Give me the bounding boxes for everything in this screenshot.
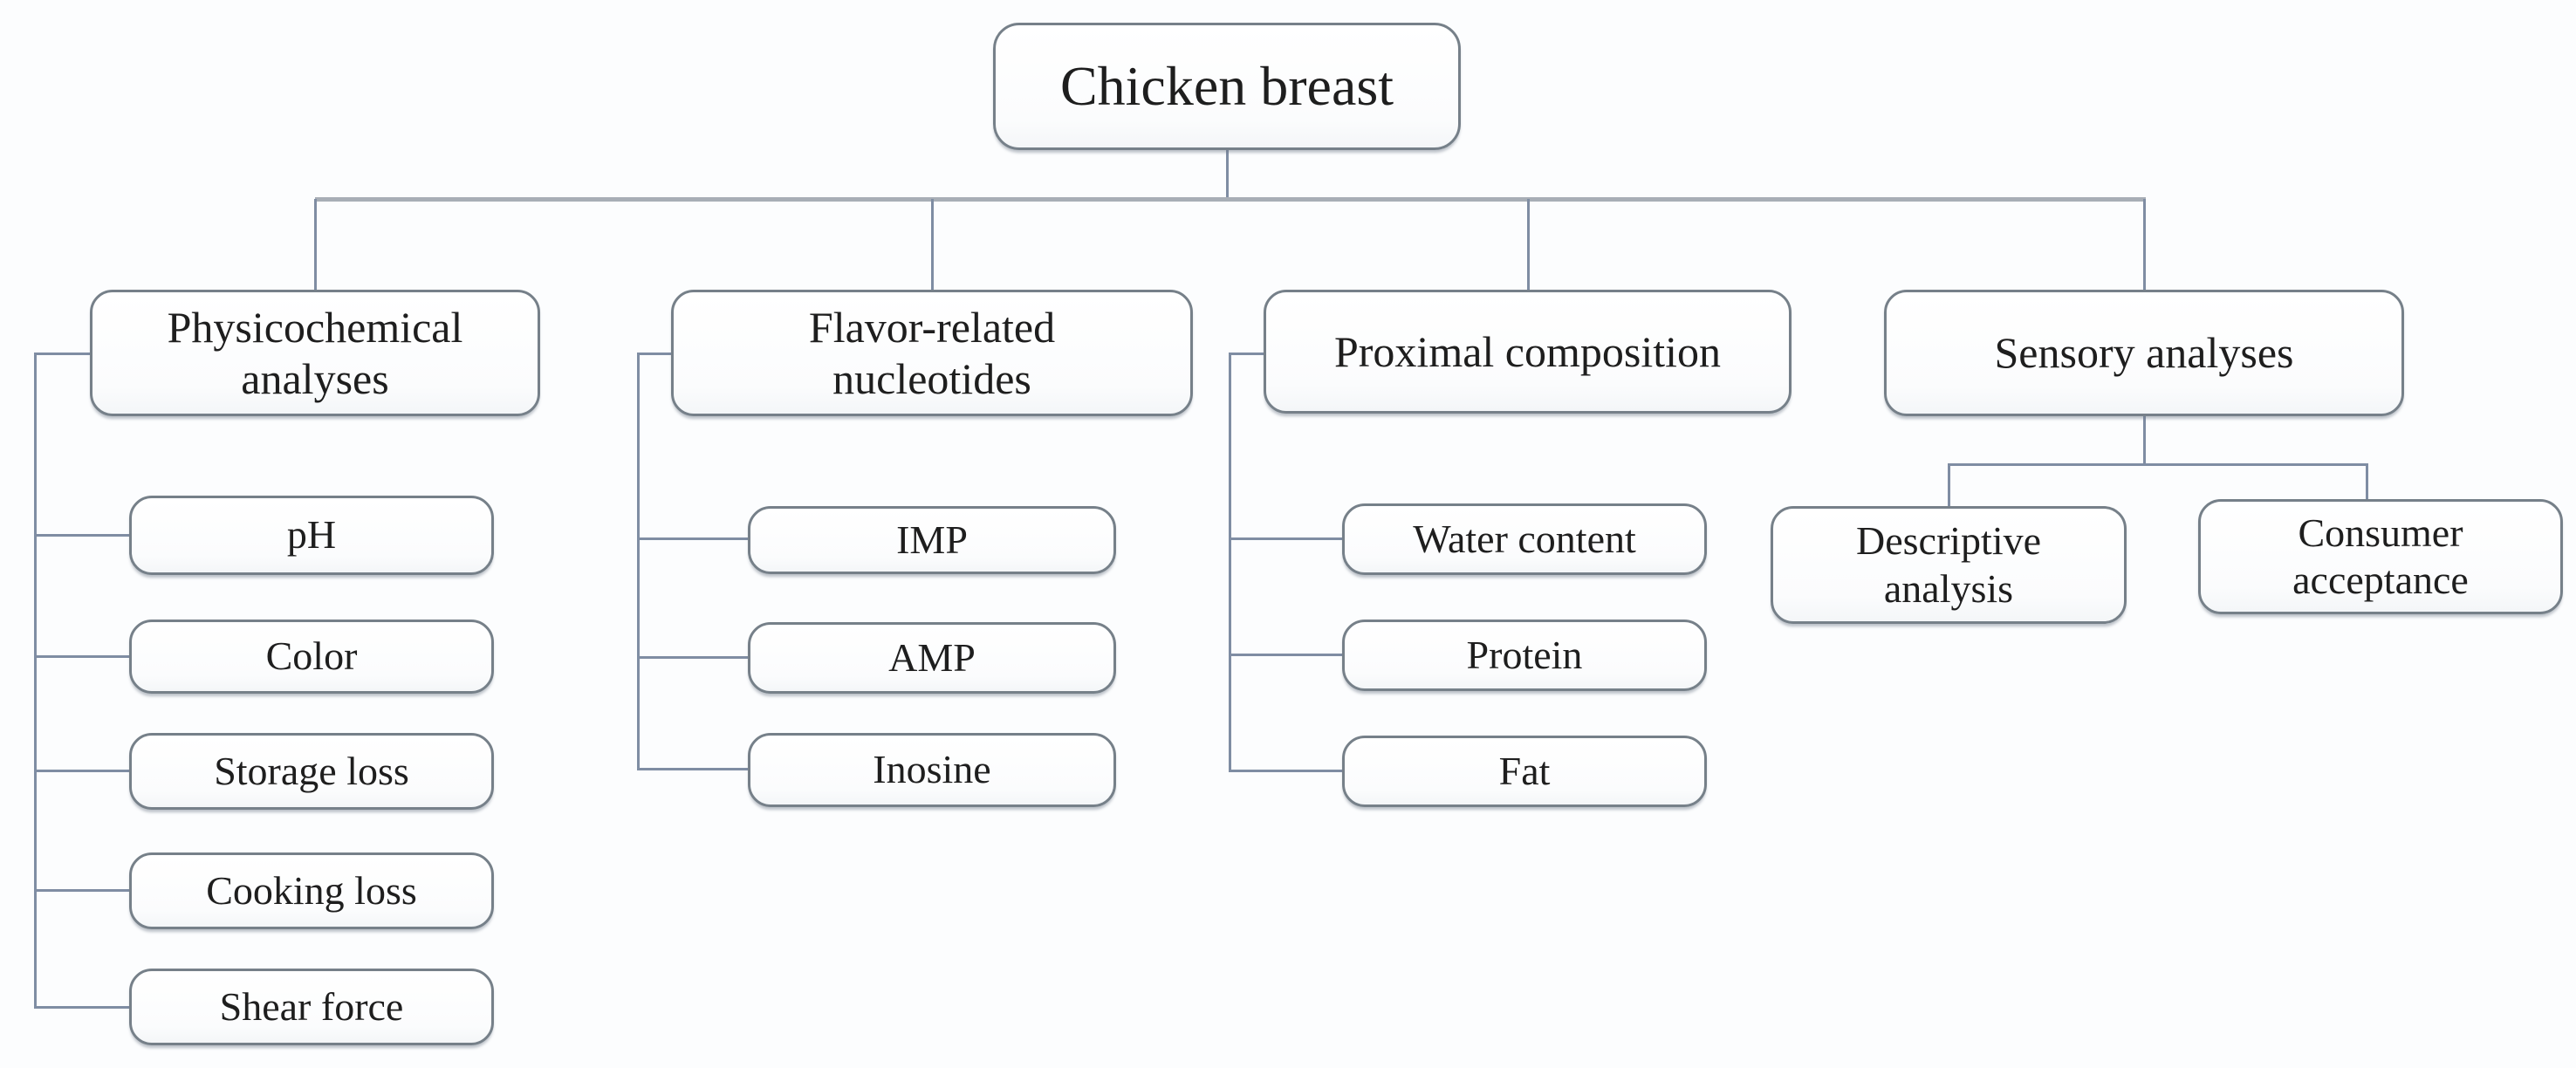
connector-stub-inosine [637,768,748,770]
node-protein: Protein [1342,620,1707,691]
connector-rail-physicochemical [34,353,37,1009]
node-imp: IMP [748,506,1116,574]
node-shear-force: Shear force [129,969,494,1045]
node-cooking-loss: Cooking loss [129,852,494,929]
connector-stub-color [34,655,129,658]
connector-stub-imp [637,537,748,540]
connector-sensory-down [2143,416,2146,466]
node-proximal-composition: Proximal composition [1264,290,1792,414]
connector-root-drop [1226,150,1229,201]
node-inosine: Inosine [748,733,1116,807]
node-color: Color [129,620,494,694]
connector-rail-proximal [1229,353,1231,772]
node-consumer-acceptance: Consumer acceptance [2198,499,2563,614]
connector-stub-protein [1229,654,1342,656]
connector-stub-water-content [1229,537,1342,540]
connector-stub-flavor-parent [637,353,671,355]
connector-sensory-crossbar [1948,463,2368,466]
node-sensory-analyses: Sensory analyses [1884,290,2404,416]
connector-drop-descriptive [1948,463,1950,506]
connector-stub-physicochemical-parent [34,353,90,355]
connector-stub-shear-force [34,1006,129,1009]
node-fat: Fat [1342,736,1707,807]
connector-stub-cooking-loss [34,889,129,892]
connector-drop-sensory [2143,199,2146,290]
node-storage-loss: Storage loss [129,733,494,810]
node-physicochemical-analyses: Physicochemical analyses [90,290,540,416]
node-chicken-breast: Chicken breast [993,23,1461,150]
connector-drop-flavor [931,199,934,290]
node-amp: AMP [748,622,1116,694]
node-ph: pH [129,496,494,575]
node-descriptive-analysis: Descriptive analysis [1771,506,2127,624]
connector-stub-ph [34,534,129,537]
connector-drop-proximal [1527,199,1530,290]
connector-bus-line [315,197,2146,202]
node-flavor-related-nucleotides: Flavor-related nucleotides [671,290,1193,416]
connector-stub-storage-loss [34,770,129,772]
connector-rail-flavor [637,353,640,770]
connector-stub-proximal-parent [1229,353,1264,355]
connector-drop-consumer [2366,463,2368,499]
connector-stub-fat [1229,770,1342,772]
connector-stub-amp [637,656,748,659]
node-water-content: Water content [1342,503,1707,575]
connector-drop-physicochemical [314,199,317,290]
